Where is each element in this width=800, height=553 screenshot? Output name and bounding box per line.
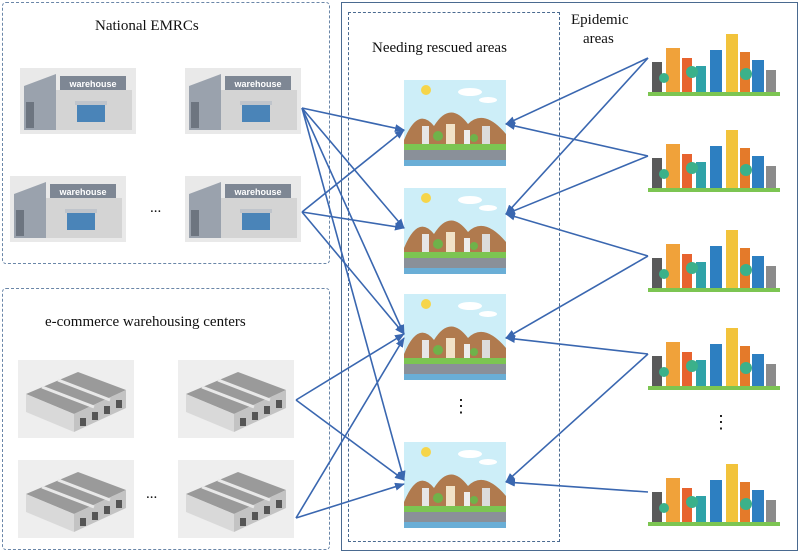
landscape-icon	[404, 80, 506, 171]
warehouse-icon: warehouse	[185, 68, 301, 139]
cityscape-icon	[648, 452, 780, 533]
ecommerce-warehousing-group	[2, 288, 330, 550]
arrow	[301, 211, 405, 335]
landscape-icon	[404, 442, 506, 533]
arrow	[301, 107, 405, 133]
warehousing-center-icon	[178, 460, 294, 543]
arrow	[505, 478, 649, 493]
warehouse-icon: warehouse	[185, 176, 301, 247]
cityscape-icon	[648, 118, 780, 199]
cityscape-icon	[648, 316, 780, 397]
landscape-icon	[404, 188, 506, 279]
arrow	[295, 337, 405, 519]
arrow	[505, 212, 649, 257]
arrow	[295, 399, 405, 481]
arrow	[505, 155, 649, 215]
ecommerce-warehousing-label: e-commerce warehousing centers	[45, 314, 246, 330]
warehousing-center-icon	[18, 360, 134, 443]
cityscape-icon	[648, 218, 780, 299]
warehouse-icon: warehouse	[20, 68, 136, 139]
national-emrcs-group	[2, 2, 330, 264]
warehouse-sign-text: warehouse	[233, 79, 281, 89]
rescued-areas-label: Needing rescued areas	[372, 40, 507, 56]
arrow	[295, 333, 405, 401]
rescued-areas-ellipsis: ⋮	[452, 396, 470, 416]
ecommerce-ellipsis: ...	[146, 486, 158, 502]
arrow	[301, 107, 406, 481]
arrow	[295, 482, 405, 519]
cityscape-icon	[648, 22, 780, 103]
warehouse-sign-text: warehouse	[233, 187, 281, 197]
national-emrcs-label: National EMRCs	[95, 18, 199, 34]
arrow	[505, 335, 649, 355]
landscape-icon	[404, 294, 506, 385]
arrow	[505, 57, 649, 215]
epidemic-areas-ellipsis: ⋮	[712, 412, 730, 432]
arrow	[301, 107, 405, 335]
arrow	[505, 57, 649, 125]
arrow	[505, 122, 649, 157]
arrow	[301, 211, 405, 231]
arrow	[505, 255, 649, 339]
epidemic-areas-label-line1: Epidemic	[571, 12, 629, 28]
arrow	[301, 107, 405, 229]
arrow	[301, 129, 405, 213]
warehouse-icon: warehouse	[10, 176, 126, 247]
epidemic-areas-group	[341, 2, 798, 551]
national-emrcs-ellipsis: ...	[150, 200, 162, 216]
warehousing-center-icon	[178, 360, 294, 443]
epidemic-areas-label-line2: areas	[583, 31, 614, 47]
arrow	[505, 353, 649, 483]
warehousing-center-icon	[18, 460, 134, 543]
warehouse-sign-text: warehouse	[68, 79, 116, 89]
warehouse-sign-text: warehouse	[58, 187, 106, 197]
